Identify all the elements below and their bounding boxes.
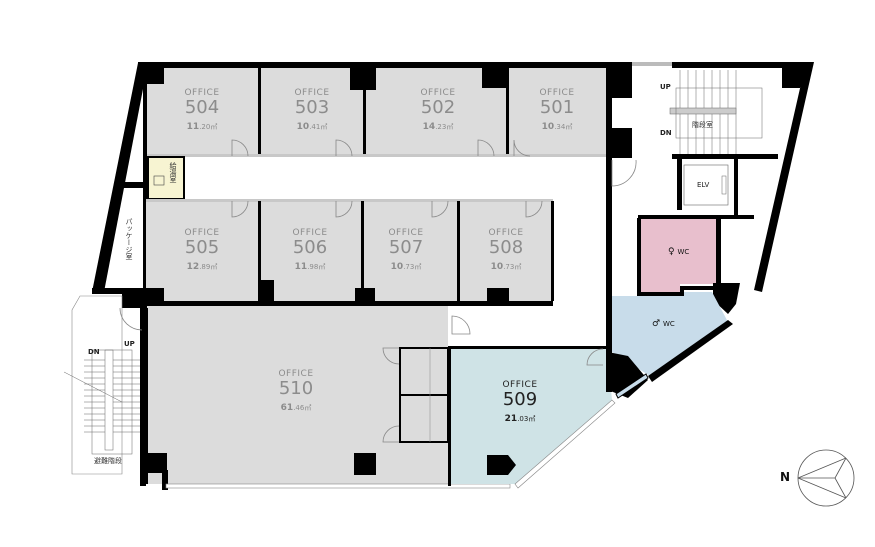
- outer-wall-left: [92, 63, 148, 292]
- evac-dn-label: DN: [88, 348, 100, 356]
- office-510[interactable]: [147, 306, 448, 484]
- male-icon: ♂: [652, 319, 661, 329]
- office-503[interactable]: [261, 68, 363, 156]
- office-505[interactable]: [146, 201, 258, 301]
- outer-wall-right: [754, 62, 814, 292]
- stair-hall-label: 階段室: [692, 121, 713, 129]
- stair-dn-label: DN: [660, 129, 672, 137]
- office-508[interactable]: [460, 201, 551, 301]
- compass-north-label: N: [780, 470, 791, 484]
- evacuation-stairs-label: 避難階段: [94, 457, 122, 465]
- stair-up-label: UP: [660, 83, 671, 91]
- elevator[interactable]: [683, 164, 729, 206]
- female-icon: ♀: [668, 247, 675, 257]
- package-room-label: パッケージ室: [125, 218, 133, 260]
- wall: [118, 182, 148, 188]
- compass: [797, 449, 855, 507]
- office-507[interactable]: [364, 201, 457, 301]
- kitchenette-label: 給湯室: [169, 162, 177, 183]
- stair-hall[interactable]: [632, 68, 772, 156]
- elevator-label: ELV: [697, 181, 710, 189]
- evac-up-label: UP: [124, 340, 135, 348]
- kitchenette[interactable]: [147, 156, 185, 200]
- wc-male[interactable]: [612, 292, 728, 376]
- wc-male-sign: ♂ WC: [652, 319, 675, 329]
- office-509[interactable]: [451, 349, 612, 484]
- evacuation-stairs[interactable]: [63, 295, 140, 475]
- wc-female-sign: ♀ WC: [668, 247, 690, 257]
- office-501[interactable]: [509, 68, 609, 156]
- office-506[interactable]: [261, 201, 361, 301]
- wc-female[interactable]: [640, 219, 716, 292]
